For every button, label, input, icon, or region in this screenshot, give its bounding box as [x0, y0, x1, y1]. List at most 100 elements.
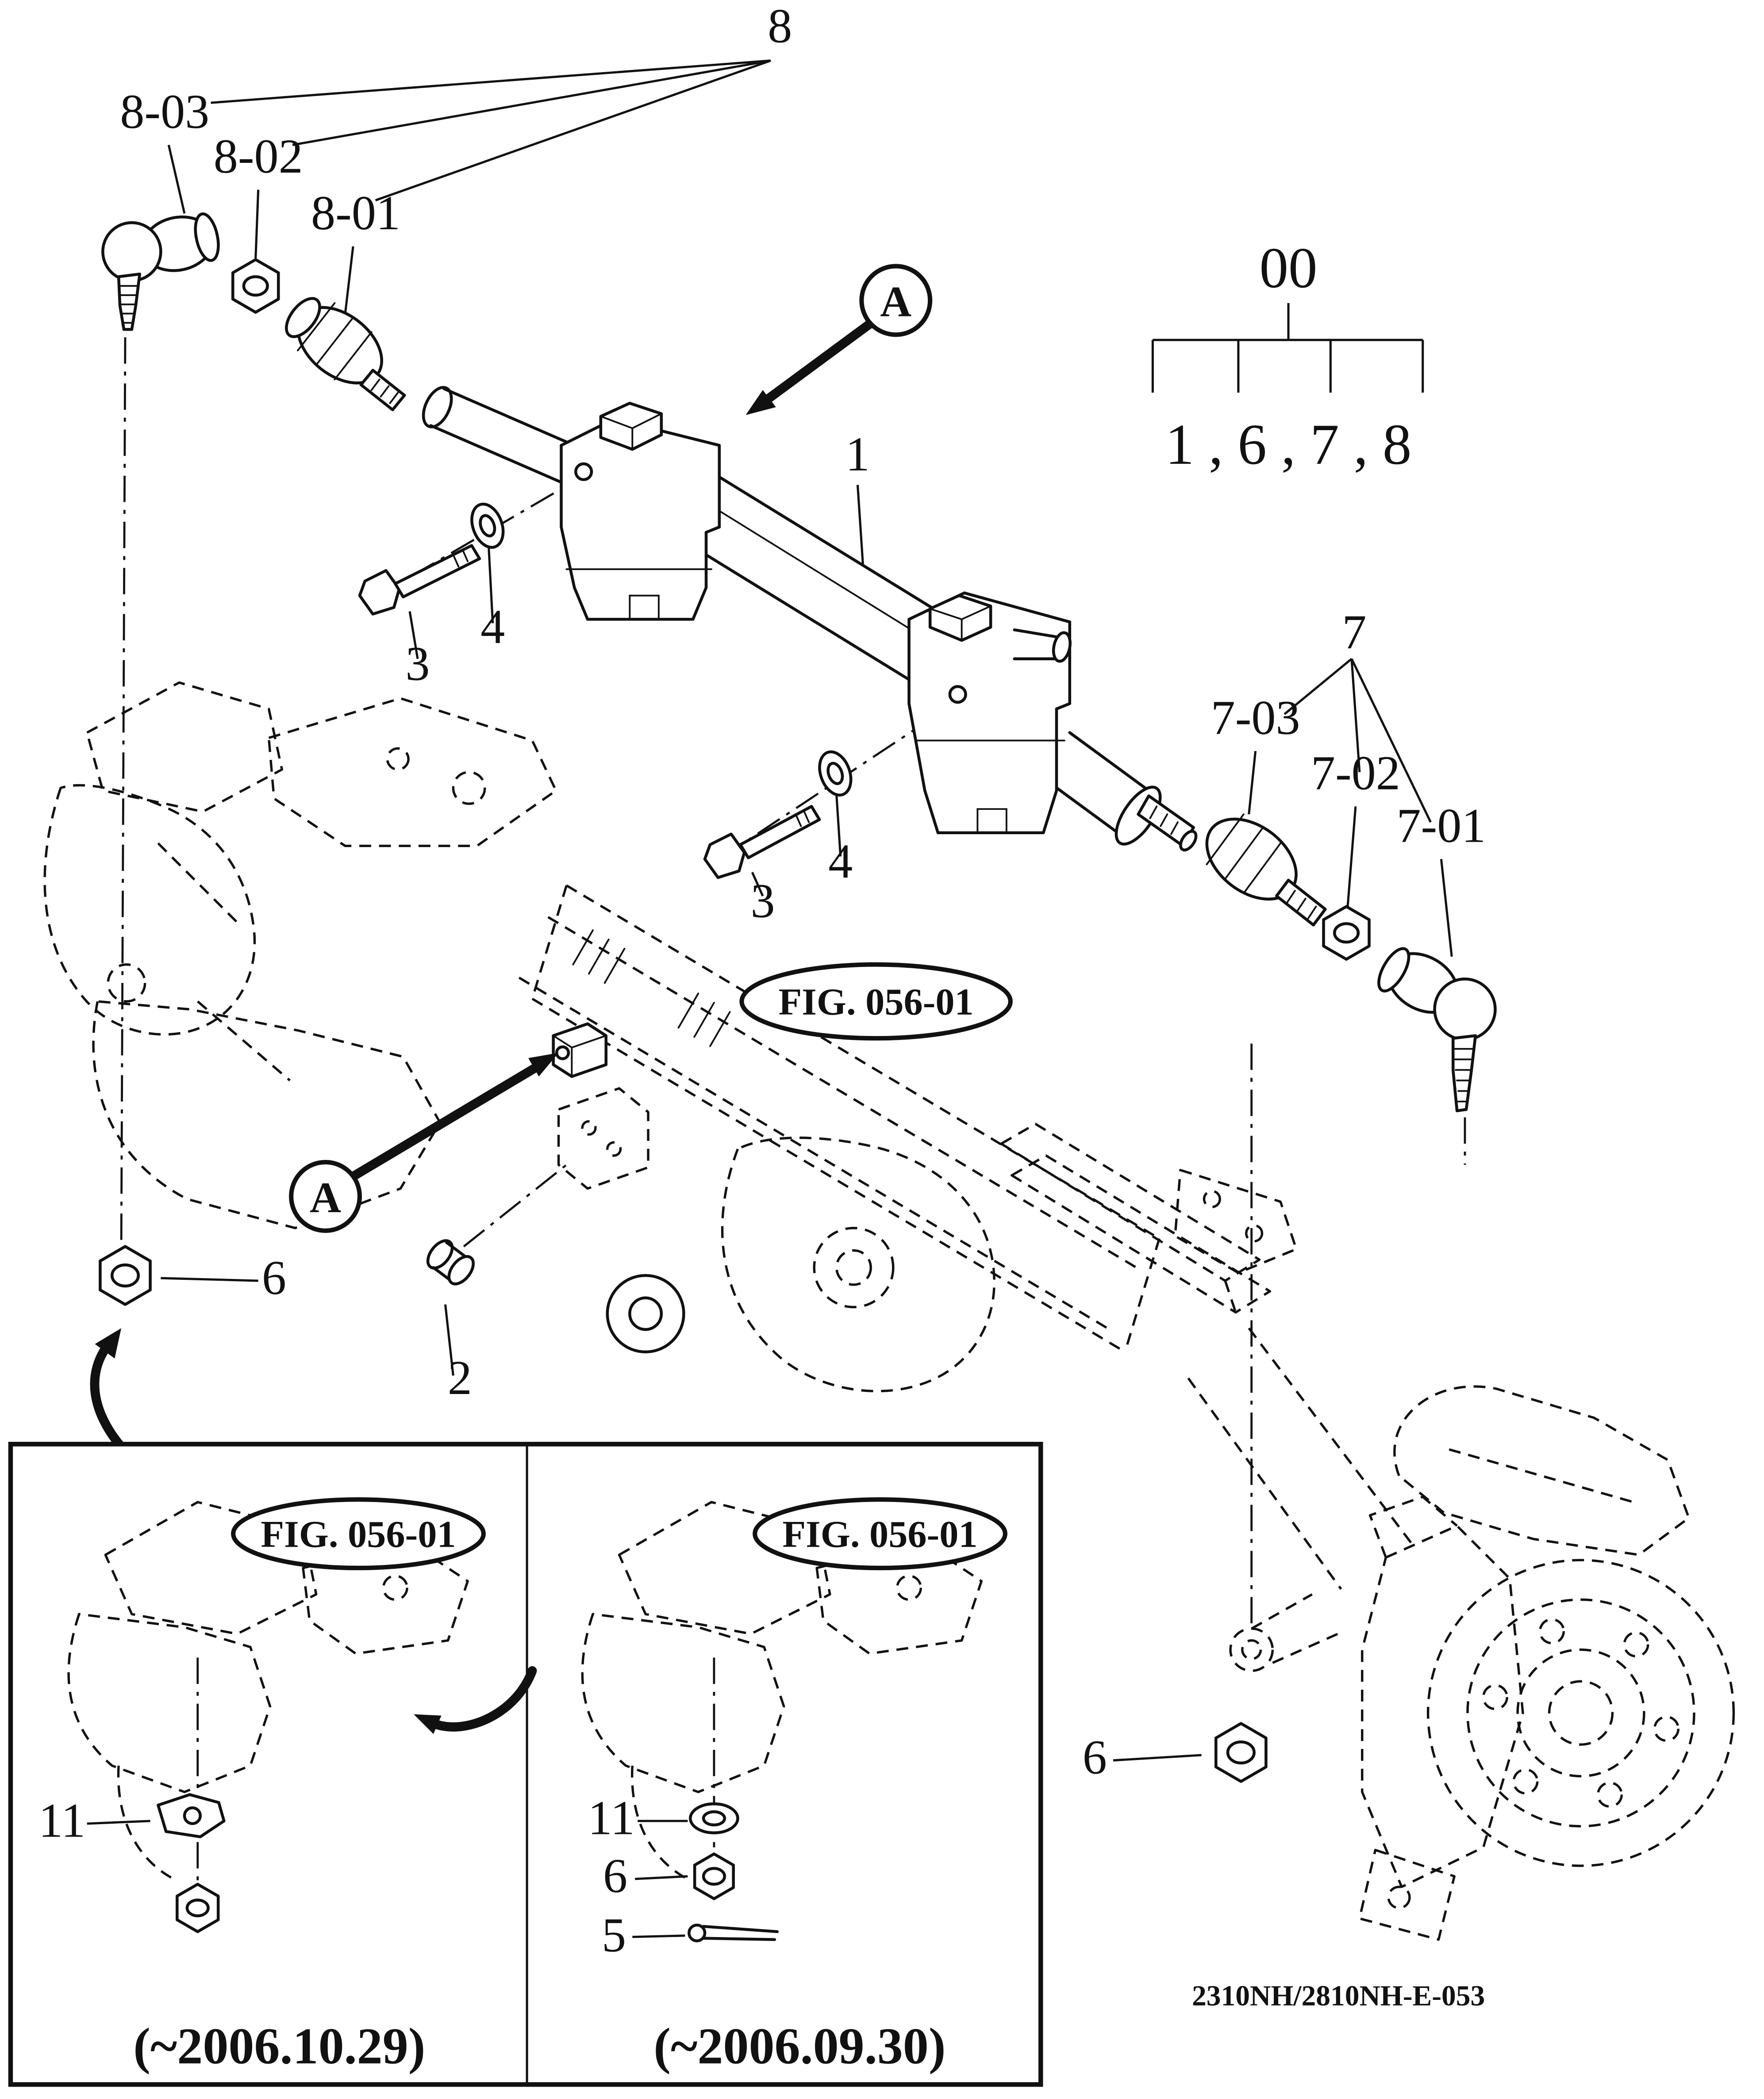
tie-rod-arm-lines: [1251, 1593, 1345, 1664]
curved-arrow-to-nut: [90, 1328, 126, 1452]
document-code: 2310NH/2810NH-E-053: [1192, 1980, 1485, 2012]
tip-bore: [1179, 830, 1198, 851]
leader-6-inset: [635, 1875, 688, 1880]
leader-8-02: [254, 189, 260, 258]
bolt-threads: [795, 809, 810, 827]
fig-ref-inset-right: FIG. 056-01: [753, 1497, 1007, 1571]
bolt-shaft: [739, 805, 821, 859]
jam-nut-upper: [231, 258, 280, 314]
stud: [117, 273, 142, 331]
bolt-head: [358, 569, 401, 616]
washer-outer: [689, 1802, 739, 1834]
bolt-upper: [358, 544, 481, 616]
leader-3-lower: [751, 872, 764, 897]
arrow-head: [528, 1052, 559, 1077]
axle-beam: [518, 884, 1161, 1393]
bracket-hole-2: [1245, 1224, 1264, 1243]
beam-inner-lines: [518, 916, 1141, 1332]
nut-hex: [99, 1245, 152, 1306]
castle-nut-left: [99, 1245, 152, 1306]
bracket-hole-1: [1203, 1190, 1221, 1208]
arrow-shaft: [765, 320, 874, 403]
view-a-lower: A: [289, 1052, 559, 1233]
detail-a-block: [552, 1022, 608, 1078]
hub-top-tab: [1368, 1495, 1458, 1558]
piston-rod-left: [422, 386, 576, 484]
leader-8-03: [167, 144, 186, 214]
pin-far-end: [447, 1255, 475, 1286]
nut-bore: [1226, 1740, 1256, 1765]
label-8-03: 8-03: [120, 85, 209, 139]
arrow-head: [95, 1328, 122, 1359]
tip-threads: [1286, 890, 1317, 920]
nut-bore: [185, 1899, 210, 1918]
side-pin: [1013, 628, 1064, 660]
view-a-upper: A: [746, 264, 933, 415]
stud-threads: [1453, 1048, 1474, 1103]
kingpin-body: [67, 1613, 272, 1793]
interior-lines: [157, 842, 291, 1082]
right-wheel-hub: [1229, 1385, 1735, 1941]
view-a-upper-label: A: [880, 278, 911, 326]
curved-arrow-panels: [414, 1666, 537, 1734]
plate-hole: [183, 1806, 202, 1825]
date-right: (~2006.09.30): [653, 2018, 945, 2075]
sleeve-threaded-tip: [1275, 878, 1327, 927]
arm-hole: [896, 1575, 922, 1601]
leader-6-left: [161, 1277, 258, 1282]
rod-end-cap: [422, 386, 453, 428]
bottom-tab-hole: [1387, 1885, 1411, 1909]
washer-upper: [470, 502, 505, 549]
hub-left-flange: [1361, 1525, 1524, 1888]
center-housing: [721, 1136, 995, 1393]
clamp-hole: [948, 685, 967, 704]
stud-hole-2: [1597, 1781, 1623, 1808]
tie-rod-boss: [1229, 1627, 1274, 1672]
callout-lines: [161, 59, 1453, 1762]
piston-rod-right: [1044, 731, 1198, 851]
mid-bracket: [557, 1087, 649, 1190]
spline-hatch-1: [572, 929, 626, 984]
label-5: 5: [602, 1908, 626, 1962]
cotter-pin: [688, 1923, 779, 1942]
fig-ref-main-label: FIG. 056-01: [778, 981, 973, 1023]
lower-arm: [92, 1000, 442, 1229]
plate-outline: [157, 1793, 226, 1838]
knuckle-arm-top: [1393, 1385, 1690, 1556]
clamp-slot: [976, 808, 1007, 834]
sleeve-ridges: [1206, 813, 1282, 894]
block-body: [907, 591, 1072, 834]
spline-hatch-2: [677, 993, 731, 1047]
hub-flange: [1466, 1598, 1695, 1828]
arm-hole: [452, 771, 486, 805]
hub-center: [1548, 1680, 1614, 1746]
label-group-00: 00: [1260, 236, 1318, 300]
nut-hex: [1322, 905, 1371, 961]
tip-threads: [1149, 805, 1179, 835]
label-6-left: 6: [262, 1251, 286, 1305]
axle-right-flange: [1000, 1123, 1414, 1590]
washer-bore: [702, 1810, 726, 1826]
sleeve-threaded-tip: [359, 369, 406, 412]
rod-lines: [429, 387, 576, 484]
washer-bore: [479, 514, 496, 538]
leader-7-03: [1248, 751, 1257, 815]
bolt-head: [703, 832, 746, 879]
leader-7-01: [1440, 859, 1453, 957]
fig-ref-left-label: FIG. 056-01: [261, 1513, 456, 1555]
bolt-shaft: [394, 544, 481, 599]
leader-2: [444, 1304, 454, 1376]
washer-bore: [826, 762, 844, 785]
hub-outer: [1426, 1559, 1735, 1867]
leader-11-left: [87, 1820, 150, 1825]
block-hole: [555, 1045, 570, 1060]
washer-11: [689, 1802, 739, 1834]
leader-1: [856, 485, 864, 564]
leader-6-right: [1113, 1754, 1202, 1762]
nut-hex: [693, 1852, 735, 1900]
inset-right-panel: FIG. 056-01 11 6 5 (~2006.09.30): [581, 1497, 1007, 2075]
view-circle: [289, 1160, 362, 1233]
block-body: [560, 417, 721, 621]
part-labels: 8 8-03 8-02 8-01 00 1 , 6 , 7 , 8 1 3 4 …: [120, 0, 1486, 1784]
